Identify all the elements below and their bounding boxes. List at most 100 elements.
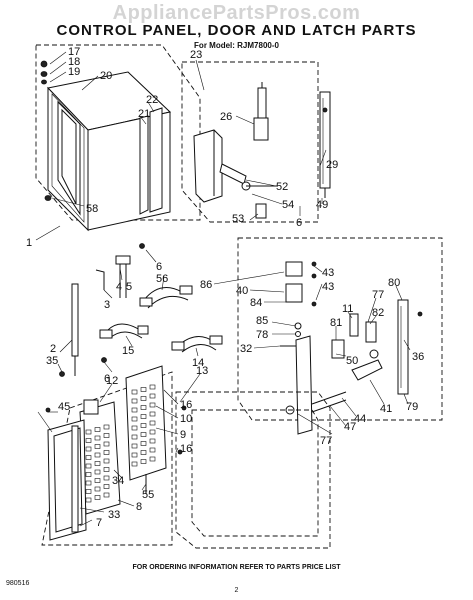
panel-key [103, 433, 110, 438]
panel-key [103, 492, 110, 498]
part-label: 77 [320, 435, 332, 447]
latch-assembly [193, 82, 331, 219]
panel-key [85, 480, 92, 486]
part-label: 32 [240, 343, 252, 355]
part-label: 29 [326, 159, 338, 171]
part-label: 43 [322, 281, 334, 293]
part-label: 7 [96, 517, 102, 529]
part-label: 84 [250, 297, 262, 309]
door-assembly-box [35, 44, 201, 221]
panel-key [103, 467, 110, 472]
part-label: 79 [406, 401, 418, 413]
panel-key [140, 396, 147, 401]
part-label: 6 [104, 373, 110, 385]
part-label: 12 [106, 375, 118, 387]
part-label: 16 [180, 443, 192, 455]
part-label: 13 [196, 365, 208, 377]
panel-key [94, 478, 101, 483]
panel-key [140, 387, 147, 392]
panel-key [103, 458, 110, 464]
part-label: 14 [192, 357, 204, 369]
oven-front-frame [175, 391, 331, 549]
part-label: 34 [112, 475, 124, 487]
part-label: 9 [180, 429, 186, 441]
part-label: 56 [156, 273, 168, 285]
panel-key [149, 429, 156, 435]
part-label: 80 [388, 277, 400, 289]
panel-key [85, 429, 92, 435]
panel-key [140, 405, 147, 410]
part-label: 50 [346, 355, 358, 367]
control-panel [37, 365, 187, 541]
part-label: 82 [372, 307, 384, 319]
panel-key [140, 423, 147, 428]
panel-key [85, 472, 92, 477]
panel-key [94, 435, 101, 441]
part-label: 53 [232, 213, 244, 225]
part-label: 21 [138, 108, 150, 120]
wire-harnesses [59, 243, 223, 377]
part-label: 86 [200, 279, 212, 291]
panel-key [103, 424, 110, 430]
part-label: 78 [256, 329, 268, 341]
door-assembly [40, 60, 172, 232]
part-label: 45 [58, 401, 70, 413]
part-label: 23 [190, 49, 202, 61]
ordering-note: FOR ORDERING INFORMATION REFER TO PARTS … [132, 564, 341, 571]
model-subtitle: For Model: RJM7800-0 [194, 41, 279, 50]
part-labels: 17 18 19 20 22 21 58 1 23 26 29 49 52 54… [26, 46, 424, 529]
panel-key [94, 486, 101, 492]
panel-key [149, 402, 156, 408]
part-label: 43 [322, 267, 334, 279]
part-label: 77 [372, 289, 384, 301]
panel-button-grid [131, 384, 156, 467]
panel-key [140, 414, 147, 419]
page-title: CONTROL PANEL, DOOR AND LATCH PARTS [56, 22, 417, 39]
part-label: 41 [380, 403, 392, 415]
panel-key [131, 416, 138, 422]
panel-key [131, 425, 138, 431]
part-label: 33 [108, 509, 120, 521]
panel-key [103, 484, 110, 489]
panel-key [85, 489, 92, 494]
control-assembly-box [237, 237, 443, 421]
part-label: 54 [282, 199, 294, 211]
part-label: 10 [180, 413, 192, 425]
panel-key [85, 455, 92, 460]
part-label: 17 [68, 46, 80, 58]
part-label: 5 [126, 281, 132, 293]
part-label: 81 [330, 317, 342, 329]
part-label: 22 [146, 94, 158, 106]
panel-key [149, 384, 156, 390]
part-label: 47 [344, 421, 356, 433]
panel-key [103, 475, 110, 481]
part-label: 36 [412, 351, 424, 363]
panel-key [94, 444, 101, 449]
keypad-grid [85, 424, 110, 503]
panel-key [85, 438, 92, 443]
part-label: 55 [142, 489, 154, 501]
panel-key [103, 450, 110, 455]
part-label: 20 [100, 70, 112, 82]
part-label: 49 [316, 199, 328, 211]
panel-key [131, 461, 138, 467]
panel-key [140, 450, 147, 455]
panel-key [149, 447, 156, 453]
panel-key [103, 441, 110, 447]
panel-key [149, 420, 156, 426]
part-label: 4 [116, 281, 122, 293]
part-label: 6 [156, 261, 162, 273]
panel-key [94, 452, 101, 458]
panel-key [85, 463, 92, 469]
part-label: 44 [354, 413, 366, 425]
panel-key [140, 432, 147, 437]
part-label: 3 [104, 299, 110, 311]
panel-key [94, 469, 101, 475]
part-label: 2 [50, 343, 56, 355]
panel-key [131, 407, 138, 413]
part-label: 1 [26, 237, 32, 249]
part-label: 19 [68, 66, 80, 78]
panel-key [131, 452, 138, 458]
part-label: 18 [68, 56, 80, 68]
